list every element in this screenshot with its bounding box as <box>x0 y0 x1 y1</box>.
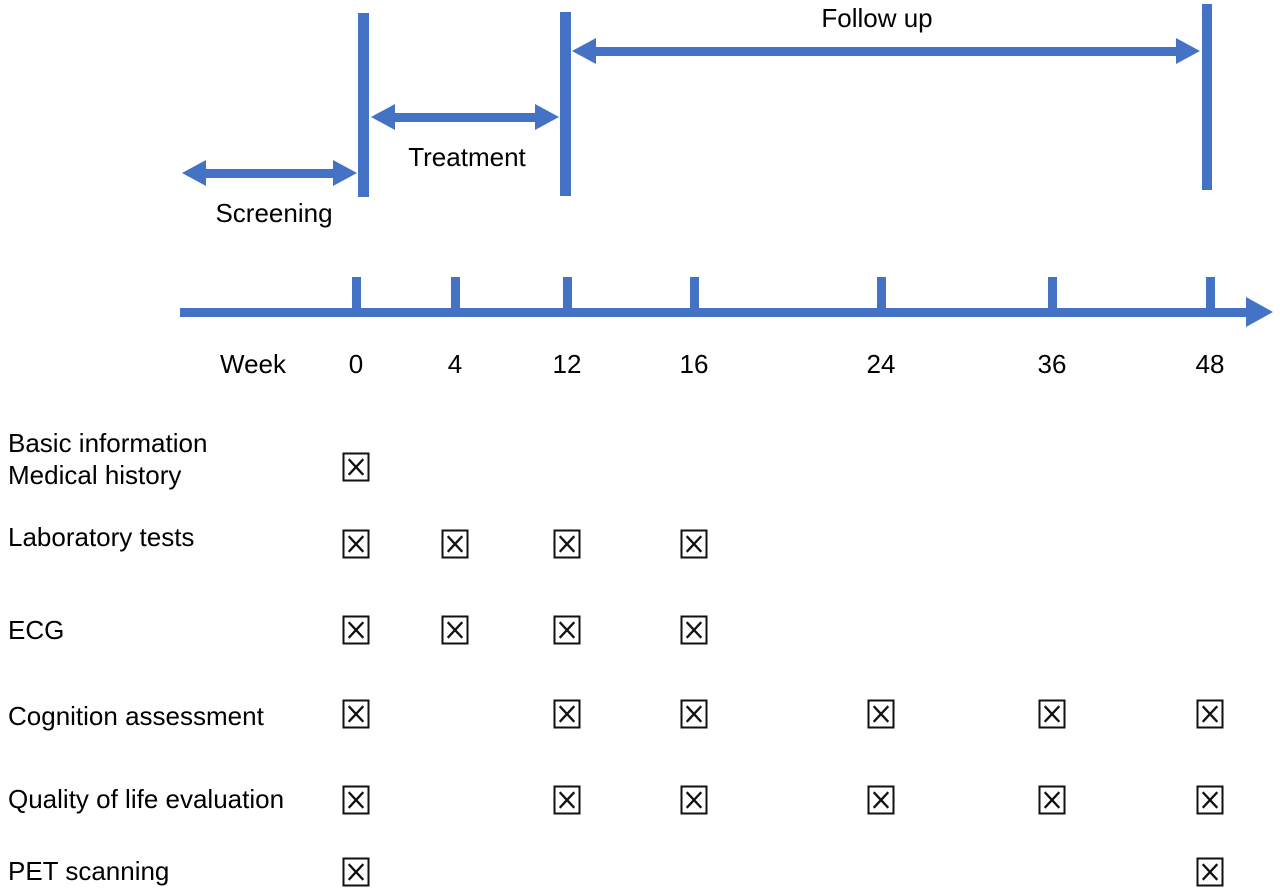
checkbox-quality-of-life-evaluation-week-12 <box>553 785 581 815</box>
checkbox-quality-of-life-evaluation-week-36 <box>1038 785 1066 815</box>
screening-label: Screening <box>215 198 333 228</box>
treatment-label: Treatment <box>408 142 526 172</box>
x-mark-icon <box>347 458 365 476</box>
week-number-48: 48 <box>1195 349 1225 379</box>
checkbox-cognition-assessment-week-0 <box>342 699 370 729</box>
week-number-36: 36 <box>1037 349 1067 379</box>
timeline-tick-week-36 <box>1047 277 1057 308</box>
x-mark-icon <box>685 705 703 723</box>
x-mark-icon <box>347 863 365 881</box>
checkbox-cognition-assessment-week-16 <box>680 699 708 729</box>
checkbox-laboratory-tests-week-0 <box>342 529 370 559</box>
arrow-shaft <box>198 168 341 178</box>
checkbox-ecg-week-0 <box>342 615 370 645</box>
row-label-basic-information-medical-history: Basic information Medical history <box>8 428 208 490</box>
week48-boundary-bar <box>1202 4 1212 190</box>
x-mark-icon <box>558 621 576 639</box>
week-number-12: 12 <box>552 349 582 379</box>
arrow-right-head-icon <box>535 104 559 130</box>
x-mark-icon <box>685 621 703 639</box>
screening-span-arrow <box>182 160 357 186</box>
treatment-span-arrow <box>371 104 559 130</box>
follow-up-label: Follow up <box>821 3 933 33</box>
x-mark-icon <box>1043 705 1061 723</box>
checkbox-ecg-week-4 <box>441 615 469 645</box>
checkbox-pet-scanning-week-0 <box>342 857 370 887</box>
arrow-right-head-icon <box>1176 38 1200 64</box>
week-axis-label: Week <box>220 349 286 379</box>
x-mark-icon <box>558 705 576 723</box>
checkbox-laboratory-tests-week-12 <box>553 529 581 559</box>
row-label-pet-scanning: PET scanning <box>8 856 170 886</box>
checkbox-quality-of-life-evaluation-week-48 <box>1196 785 1224 815</box>
x-mark-icon <box>1043 791 1061 809</box>
checkbox-basic-information-medical-history-week-0 <box>342 452 370 482</box>
x-mark-icon <box>347 705 365 723</box>
checkbox-cognition-assessment-week-12 <box>553 699 581 729</box>
x-mark-icon <box>1201 863 1219 881</box>
arrow-right-head-icon <box>333 160 357 186</box>
x-mark-icon <box>872 705 890 723</box>
checkbox-cognition-assessment-week-48 <box>1196 699 1224 729</box>
x-mark-icon <box>347 791 365 809</box>
x-mark-icon <box>558 791 576 809</box>
checkbox-quality-of-life-evaluation-week-24 <box>867 785 895 815</box>
week-number-4: 4 <box>447 349 463 379</box>
week-number-16: 16 <box>679 349 709 379</box>
timeline-tick-week-4 <box>450 277 460 308</box>
checkbox-ecg-week-12 <box>553 615 581 645</box>
x-mark-icon <box>347 535 365 553</box>
x-mark-icon <box>872 791 890 809</box>
timeline-tick-week-24 <box>876 277 886 308</box>
checkbox-quality-of-life-evaluation-week-0 <box>342 785 370 815</box>
x-mark-icon <box>446 621 464 639</box>
row-label-cognition-assessment: Cognition assessment <box>8 701 264 731</box>
x-mark-icon <box>685 791 703 809</box>
checkbox-cognition-assessment-week-36 <box>1038 699 1066 729</box>
week0-boundary-bar <box>358 13 369 197</box>
x-mark-icon <box>558 535 576 553</box>
timeline-tick-week-48 <box>1205 277 1215 308</box>
timeline-axis-arrowhead-icon <box>1246 297 1273 327</box>
row-label-laboratory-tests: Laboratory tests <box>8 522 195 552</box>
checkbox-cognition-assessment-week-24 <box>867 699 895 729</box>
timeline-axis <box>180 308 1248 317</box>
x-mark-icon <box>1201 705 1219 723</box>
follow-up-span-arrow <box>572 38 1200 64</box>
arrow-shaft <box>387 112 543 122</box>
timeline-tick-week-16 <box>689 277 699 308</box>
checkbox-ecg-week-16 <box>680 615 708 645</box>
week-number-0: 0 <box>348 349 364 379</box>
checkbox-laboratory-tests-week-4 <box>441 529 469 559</box>
x-mark-icon <box>347 621 365 639</box>
x-mark-icon <box>446 535 464 553</box>
x-mark-icon <box>685 535 703 553</box>
checkbox-laboratory-tests-week-16 <box>680 529 708 559</box>
checkbox-quality-of-life-evaluation-week-16 <box>680 785 708 815</box>
checkbox-pet-scanning-week-48 <box>1196 857 1224 887</box>
timeline-tick-week-12 <box>562 277 572 308</box>
row-label-ecg: ECG <box>8 615 65 645</box>
arrow-shaft <box>588 46 1184 56</box>
row-label-quality-of-life-evaluation: Quality of life evaluation <box>8 784 285 814</box>
week12-boundary-bar <box>560 12 571 196</box>
week-number-24: 24 <box>866 349 896 379</box>
x-mark-icon <box>1201 791 1219 809</box>
timeline-tick-week-0 <box>351 277 361 308</box>
